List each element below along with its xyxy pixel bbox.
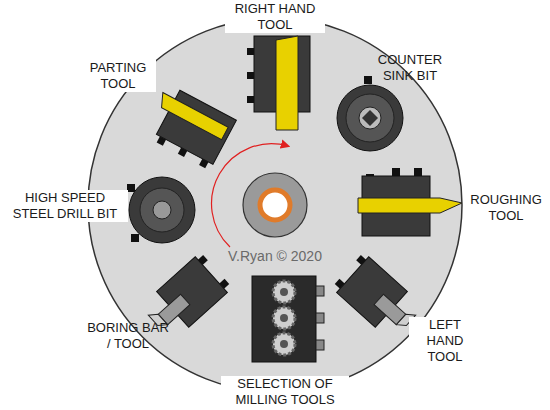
- right-hand-tool: [247, 36, 310, 130]
- milling-tools: [252, 276, 324, 362]
- tool-label: COUNTER SINK BIT: [369, 52, 451, 84]
- tool-label: LEFT HAND TOOL: [409, 317, 481, 365]
- tool-label: PARTING TOOL: [80, 60, 156, 92]
- counter-sink-bit: [337, 76, 403, 151]
- drill-bit: [127, 177, 195, 243]
- centre-hub: [243, 173, 307, 237]
- parting-tool: [141, 84, 237, 171]
- roughing-tool: [358, 168, 462, 236]
- tool-label: RIGHT HAND TOOL: [225, 1, 325, 33]
- tool-label: HIGH SPEED STEEL DRILL BIT: [2, 190, 128, 222]
- tool-label: BORING BAR / TOOL: [86, 320, 170, 352]
- tool-label: ROUGHING TOOL: [464, 192, 548, 224]
- tool-label: SELECTION OF MILLING TOOLS: [221, 376, 349, 408]
- copyright-note: V.Ryan © 2020: [220, 248, 330, 264]
- centre-bore: [260, 190, 290, 220]
